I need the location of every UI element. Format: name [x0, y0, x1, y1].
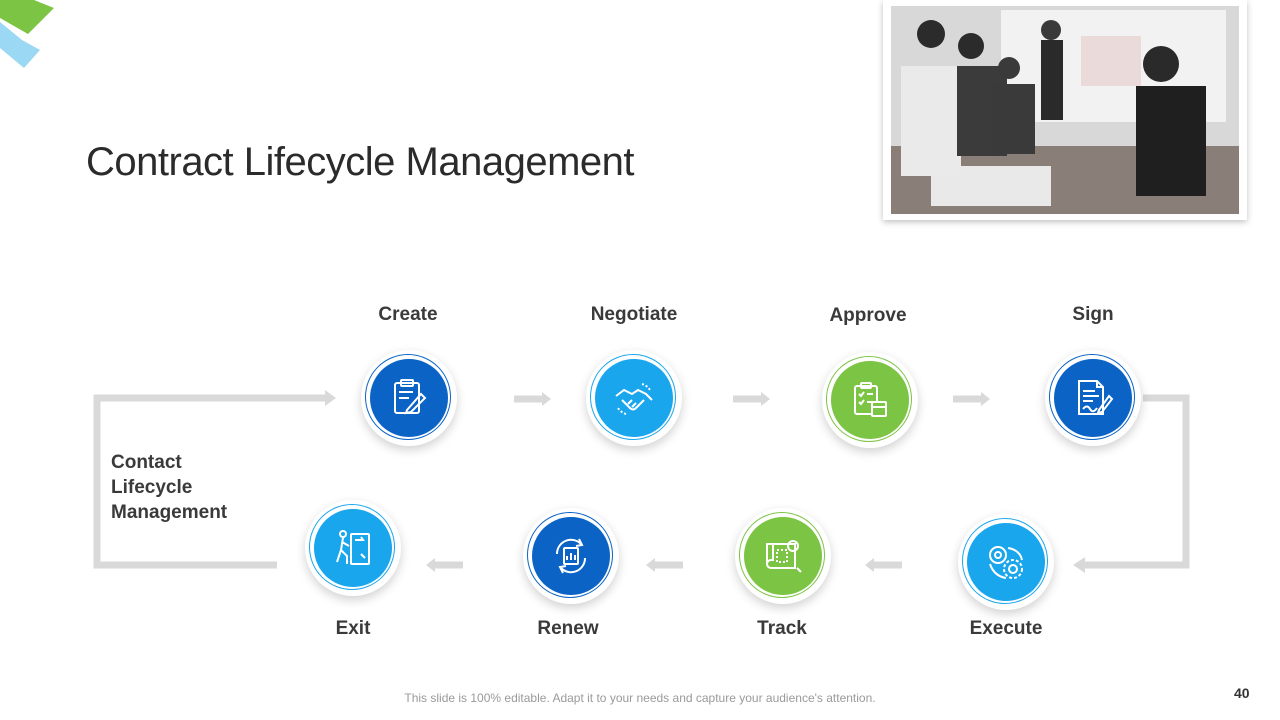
step-label-track: Track — [757, 618, 807, 639]
step-node-sign[interactable] — [1045, 350, 1141, 446]
step-label-approve: Approve — [829, 305, 907, 326]
step-label-create: Create — [378, 304, 438, 325]
step-node-execute[interactable] — [958, 514, 1054, 610]
gears-icon — [989, 546, 1023, 579]
sign-document-icon — [1078, 380, 1114, 415]
handshake-icon — [615, 383, 653, 415]
center-label: Contact Lifecycle Management — [111, 450, 251, 525]
slide-footer: This slide is 100% editable. Adapt it to… — [404, 691, 876, 705]
step-label-exit: Exit — [335, 618, 371, 639]
step-label-sign: Sign — [1072, 304, 1114, 325]
center-label-text: Contact Lifecycle Management — [111, 452, 228, 523]
step-node-create[interactable] — [361, 350, 457, 446]
step-node-approve[interactable] — [822, 352, 918, 448]
step-node-track[interactable] — [735, 508, 831, 604]
step-node-exit[interactable] — [305, 500, 401, 596]
step-node-negotiate[interactable] — [586, 350, 682, 446]
step-label-negotiate: Negotiate — [590, 304, 678, 325]
slide-title: Contract Lifecycle Management — [86, 140, 635, 184]
page-number: 40 — [1234, 685, 1250, 701]
step-node-renew[interactable] — [523, 508, 619, 604]
step-label-renew: Renew — [537, 618, 599, 639]
exit-person-icon — [336, 530, 370, 565]
renew-cycle-icon — [555, 538, 587, 574]
approval-checklist-icon — [854, 382, 887, 417]
meeting-photo — [883, 0, 1247, 220]
blueprint-icon — [766, 540, 802, 573]
clipboard-edit-icon — [394, 379, 427, 415]
step-label-execute: Execute — [969, 618, 1043, 639]
brand-logo — [0, 0, 54, 68]
